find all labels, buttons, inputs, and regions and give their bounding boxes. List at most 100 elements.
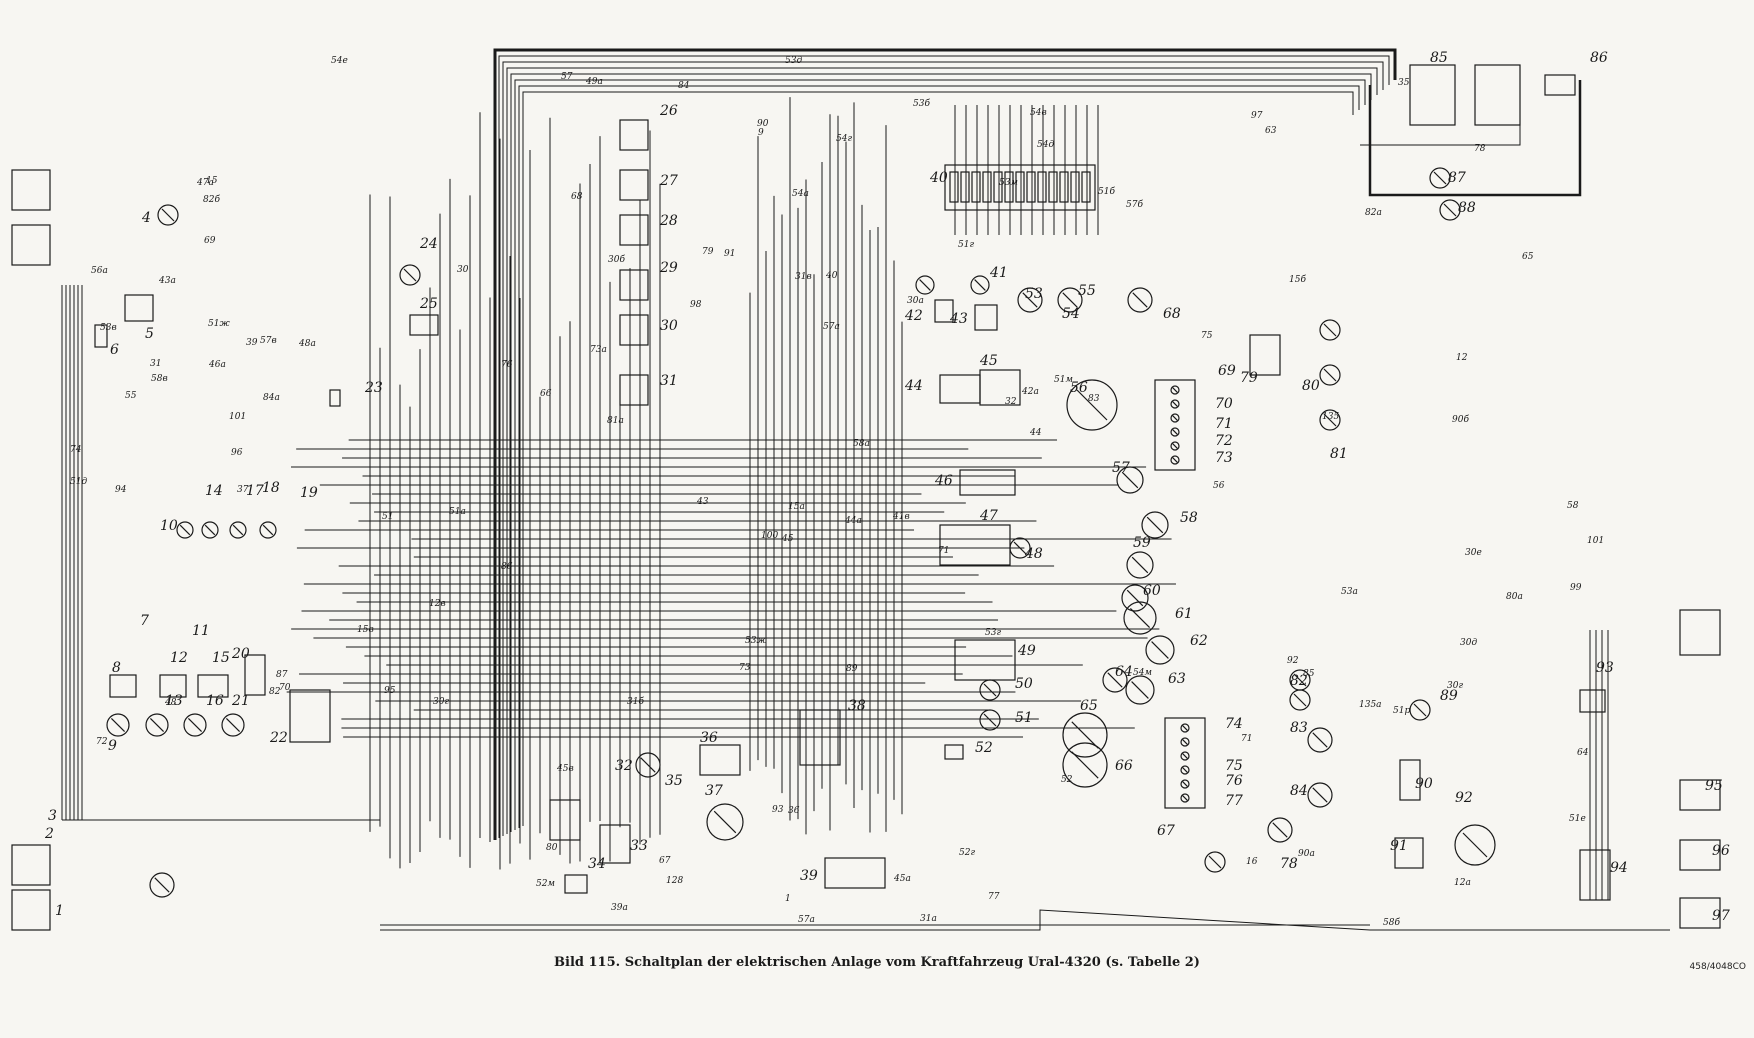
gauge-63 xyxy=(1125,675,1155,705)
switch-32 xyxy=(549,799,581,841)
terminal-cross xyxy=(1182,795,1188,801)
relay-34 xyxy=(564,874,588,894)
fuse xyxy=(1015,171,1025,203)
component-number: 43 xyxy=(949,311,968,327)
terminal-cross xyxy=(1172,415,1178,421)
component-number: 38 xyxy=(848,698,866,714)
fuse xyxy=(949,171,959,203)
gauge-66 xyxy=(1062,742,1108,788)
wire-label: 53м xyxy=(999,178,1018,188)
gauge-55 xyxy=(1057,287,1083,313)
component-number: 2 xyxy=(44,826,54,842)
component-number: 60 xyxy=(1143,583,1161,599)
lamp-17 xyxy=(229,521,247,539)
wire-label: 30б xyxy=(608,254,625,265)
wire-label: 57 xyxy=(561,72,573,82)
lamp-83 xyxy=(1307,727,1333,753)
figure-code: 458/4048CO xyxy=(1689,962,1746,972)
component-number: 47 xyxy=(979,508,998,524)
component-number: 4 xyxy=(141,210,151,226)
harness-wire xyxy=(498,55,1390,838)
switch-91 xyxy=(1394,837,1424,869)
motor-24 xyxy=(399,264,421,286)
wire-label: 40 xyxy=(825,271,838,281)
wire-label: 101 xyxy=(1587,536,1604,546)
wire-label: 57а xyxy=(823,322,840,332)
wire-label: 30г xyxy=(1447,681,1463,691)
terminal xyxy=(1180,723,1190,733)
wire-label: 90б xyxy=(1452,414,1469,425)
wire-label: 55 xyxy=(125,391,137,401)
wire-label: 101 xyxy=(229,412,246,422)
lamp-96 xyxy=(1679,839,1721,871)
component-number: 48 xyxy=(1024,546,1043,562)
wire-label: 15 xyxy=(206,176,218,186)
lamp-18-cross xyxy=(262,524,274,536)
switch-5 xyxy=(124,294,154,322)
wire-label: 16 xyxy=(1246,857,1258,867)
wire-label: 97 xyxy=(1251,111,1263,121)
component-number: 29 xyxy=(659,260,678,276)
wire-label: 70 xyxy=(279,683,291,693)
gauge-60-cross xyxy=(1126,589,1144,607)
gauge-64 xyxy=(1102,667,1128,693)
lamp-79 xyxy=(1204,851,1226,873)
component-number: 50 xyxy=(1015,676,1033,692)
component-number: 77 xyxy=(1225,793,1243,809)
wire-label: 100 xyxy=(761,531,778,541)
relay-28 xyxy=(619,214,649,246)
component-number: 52 xyxy=(975,740,993,756)
gauge-59 xyxy=(1126,551,1154,579)
component-number: 93 xyxy=(1596,660,1614,676)
wire-label: 58 xyxy=(1567,501,1579,511)
headlight-left-lower xyxy=(11,224,51,266)
wire-label: 35 xyxy=(1398,78,1410,88)
terminal xyxy=(1170,385,1180,395)
wire-label: 73а xyxy=(590,345,607,355)
component-number: 5 xyxy=(145,326,154,342)
component-number: 35 xyxy=(665,773,683,789)
wire-label: 30д xyxy=(1460,638,1477,648)
terminal-cross xyxy=(1182,739,1188,745)
lamp-89 xyxy=(1409,699,1431,721)
switch-45 xyxy=(979,369,1021,406)
component-number: 16 xyxy=(206,693,224,709)
wire-label: 57б xyxy=(1126,199,1143,210)
gauge-21-cross xyxy=(225,717,241,733)
connector-92-cross xyxy=(1462,832,1488,858)
wire-label: 31б xyxy=(627,696,644,707)
wire-labels: 190б8990а31а5290101837158а30г58в57а51б57… xyxy=(70,56,1604,928)
gauge-62-cross xyxy=(1151,641,1169,659)
component-number: 34 xyxy=(588,856,606,872)
component-number: 22 xyxy=(269,730,288,746)
fuse xyxy=(993,171,1003,203)
wire-label: 51г xyxy=(958,240,974,250)
wire-label: 68 xyxy=(571,192,583,202)
wire-label: 30г xyxy=(433,697,449,707)
wire-label: 31а xyxy=(920,914,937,924)
wire-label: 51а xyxy=(449,507,466,517)
component-number: 39 xyxy=(800,868,818,884)
wire-label: 74 xyxy=(70,445,82,455)
wire-label: 135а xyxy=(1359,700,1382,710)
harness-wire xyxy=(506,67,1378,834)
wire-label: 49а xyxy=(585,77,603,87)
component-number: 44 xyxy=(904,378,923,394)
component-number: 80 xyxy=(1302,378,1320,394)
lamp-97 xyxy=(1679,897,1721,929)
component-number: 90 xyxy=(1415,776,1433,792)
component-number: 64 xyxy=(1115,664,1133,680)
horn-bottom xyxy=(149,872,175,898)
component-number: 87 xyxy=(1448,170,1466,186)
component-number: 33 xyxy=(630,838,648,854)
wire-label: 53в xyxy=(100,323,117,333)
component-number: 63 xyxy=(1168,671,1186,687)
wire-label: 77 xyxy=(988,892,1000,902)
gauge-63-cross xyxy=(1131,681,1149,699)
wire-label: 78 xyxy=(1474,144,1486,154)
lamp-14 xyxy=(201,521,219,539)
relay-29 xyxy=(619,269,649,301)
gauge-48 xyxy=(1009,537,1031,559)
component-number: 24 xyxy=(419,236,438,252)
